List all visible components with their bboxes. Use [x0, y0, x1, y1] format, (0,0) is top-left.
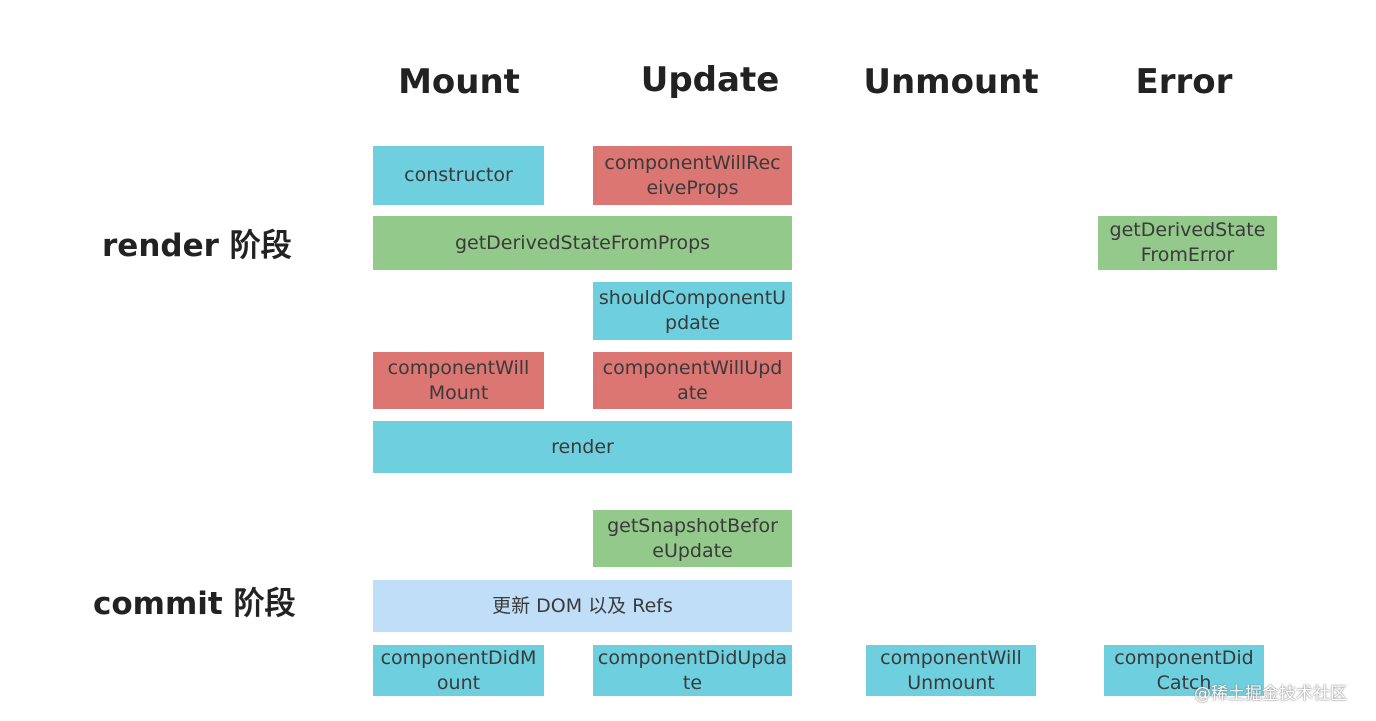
box-label: componentWill [387, 356, 530, 379]
box-label: 更新 DOM 以及 Refs [492, 594, 673, 617]
watermark: @稀土掘金技术社区 [1194, 684, 1347, 704]
component-did-update-box: componentDidUpda te [593, 645, 792, 696]
column-header-unmount: Unmount [863, 62, 1039, 102]
box-label: componentWillRec [604, 151, 781, 174]
component-did-mount-box: componentDidM ount [373, 645, 544, 696]
column-header-mount: Mount [398, 62, 520, 102]
box-label: constructor [404, 164, 513, 186]
phase-label-render: render 阶段 [102, 228, 292, 264]
box-label: componentDidUpda [597, 646, 788, 669]
box-label: FromError [1140, 244, 1235, 266]
box-label: eiveProps [646, 176, 739, 199]
box-label: componentWillUpd [602, 356, 783, 379]
box-label: componentDidM [380, 646, 537, 669]
box-label: pdate [665, 312, 720, 334]
box-label: Mount [428, 381, 489, 404]
should-component-update-box: shouldComponentU pdate [593, 282, 792, 340]
get-derived-state-from-error-box: getDerivedState FromError [1098, 216, 1277, 270]
box-label: getDerivedState [1109, 219, 1266, 241]
box-label: componentWill [880, 646, 1022, 669]
column-header-update: Update [640, 60, 780, 100]
update-dom-refs-box: 更新 DOM 以及 Refs [373, 580, 792, 632]
get-derived-state-from-props-box: getDerivedStateFromProps [373, 216, 792, 270]
box-label: getSnapshotBefor [607, 514, 778, 537]
box-label: Unmount [907, 671, 995, 694]
box-label: componentDid [1114, 646, 1254, 669]
box-label: getDerivedStateFromProps [454, 231, 711, 254]
box-label: render [551, 435, 614, 458]
phase-label-commit: commit 阶段 [93, 586, 296, 622]
box-label: shouldComponentU [598, 287, 787, 309]
component-will-update-box: componentWillUpd ate [593, 352, 792, 409]
component-will-receive-props-box: componentWillRec eiveProps [593, 146, 792, 205]
component-will-unmount-box: componentWill Unmount [866, 645, 1036, 696]
constructor-box: constructor [373, 146, 544, 205]
box-label: ate [677, 381, 708, 404]
box-label: eUpdate [652, 539, 733, 562]
render-box: render [373, 421, 792, 473]
get-snapshot-before-update-box: getSnapshotBefor eUpdate [593, 510, 792, 567]
column-header-error: Error [1135, 62, 1233, 102]
box-label: te [682, 671, 703, 694]
box-label: Catch [1156, 671, 1212, 694]
component-did-catch-box: componentDid Catch [1104, 645, 1264, 696]
box-label: ount [436, 671, 481, 694]
component-will-mount-box: componentWill Mount [373, 352, 544, 409]
